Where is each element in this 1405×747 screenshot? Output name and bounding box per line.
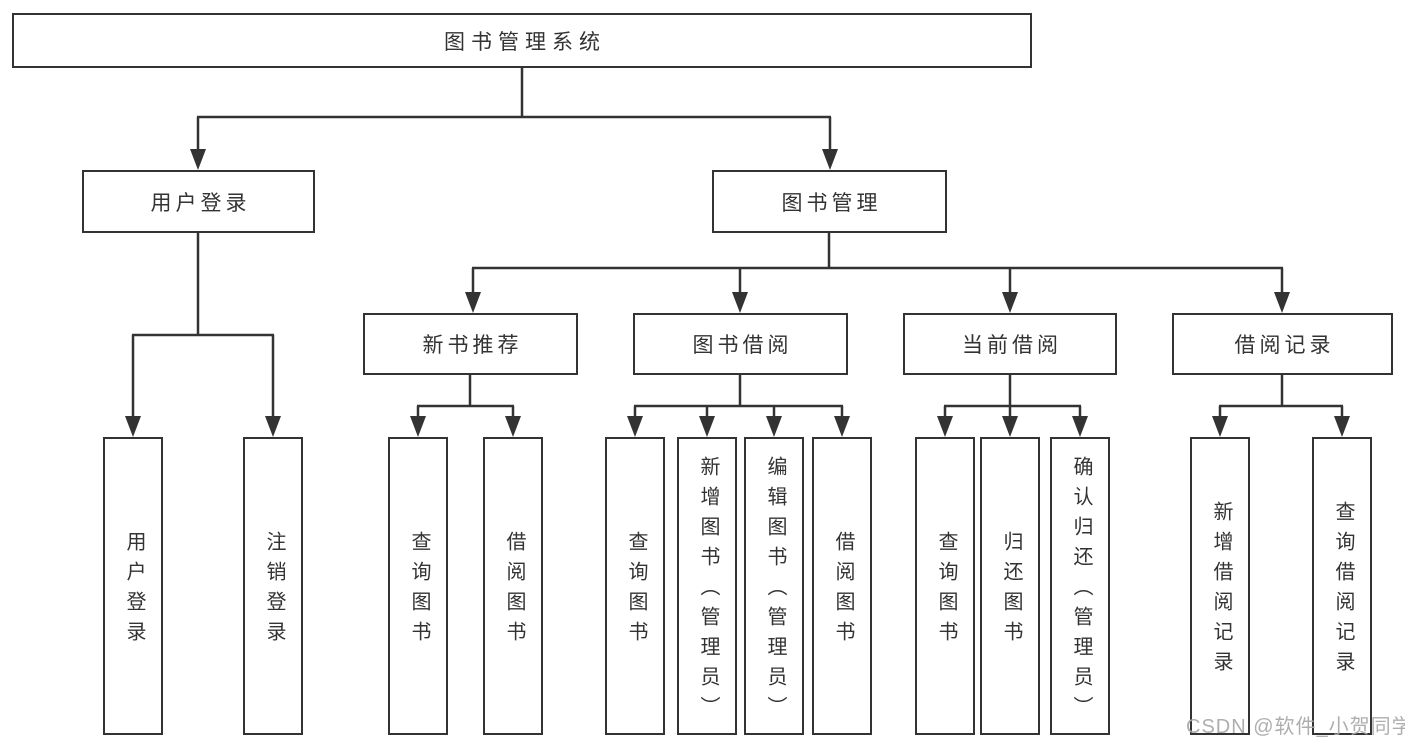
tree-edges xyxy=(131,68,1344,418)
leaf-record-add-record: 新增借阅记录 xyxy=(1190,437,1250,735)
node-book-management: 图书管理 xyxy=(712,170,947,233)
leaf-current-return-books: 归还图书 xyxy=(980,437,1040,735)
arrowheads xyxy=(125,149,1350,437)
leaf-borrow-query-books: 查询图书 xyxy=(605,437,665,735)
leaf-newbook-query-books: 查询图书 xyxy=(388,437,448,735)
node-user-login: 用户登录 xyxy=(82,170,315,233)
leaf-newbook-borrow-books: 借阅图书 xyxy=(483,437,543,735)
node-new-book-recommend: 新书推荐 xyxy=(363,313,578,375)
csdn-watermark: CSDN @软件_小贺同学 xyxy=(1186,716,1405,738)
leaf-borrow-edit-books-admin: 编辑图书（管理员） xyxy=(744,437,804,735)
leaf-logout: 注销登录 xyxy=(243,437,303,735)
node-root: 图书管理系统 xyxy=(12,13,1032,68)
leaf-borrow-borrow-books: 借阅图书 xyxy=(812,437,872,735)
leaf-current-query-books: 查询图书 xyxy=(915,437,975,735)
node-current-borrow: 当前借阅 xyxy=(903,313,1117,375)
leaf-borrow-add-books-admin: 新增图书（管理员） xyxy=(677,437,737,735)
node-book-borrow: 图书借阅 xyxy=(633,313,848,375)
leaf-current-confirm-return-admin: 确认归还（管理员） xyxy=(1050,437,1110,735)
leaf-user-login: 用户登录 xyxy=(103,437,163,735)
node-borrow-record: 借阅记录 xyxy=(1172,313,1393,375)
leaf-record-query-record: 查询借阅记录 xyxy=(1312,437,1372,735)
